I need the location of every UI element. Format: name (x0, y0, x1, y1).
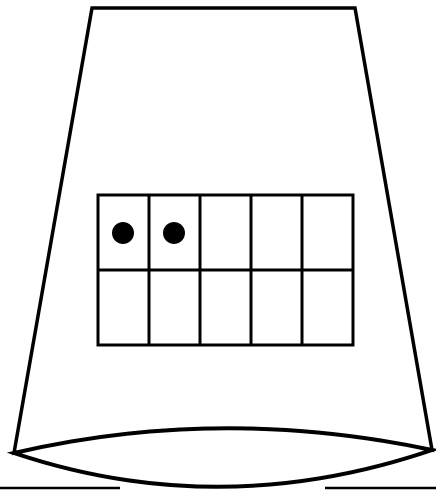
ten-frame-cell-r1-c3 (200, 195, 251, 270)
ten-frame-cell-r2-c1 (98, 270, 149, 345)
counter-dot (112, 222, 134, 244)
ten-frame-cell-r1-c5 (302, 195, 353, 270)
ten-frame-cell-r2-c4 (251, 270, 302, 345)
ten-frame-cell-r2-c2 (149, 270, 200, 345)
ten-frame-cell-r1-c4 (251, 195, 302, 270)
ten-frame-cell-r2-c5 (302, 270, 353, 345)
lampshade-rim (14, 428, 432, 487)
ten-frame (98, 195, 353, 345)
counter-dot (163, 222, 185, 244)
ten-frame-cell-r2-c3 (200, 270, 251, 345)
